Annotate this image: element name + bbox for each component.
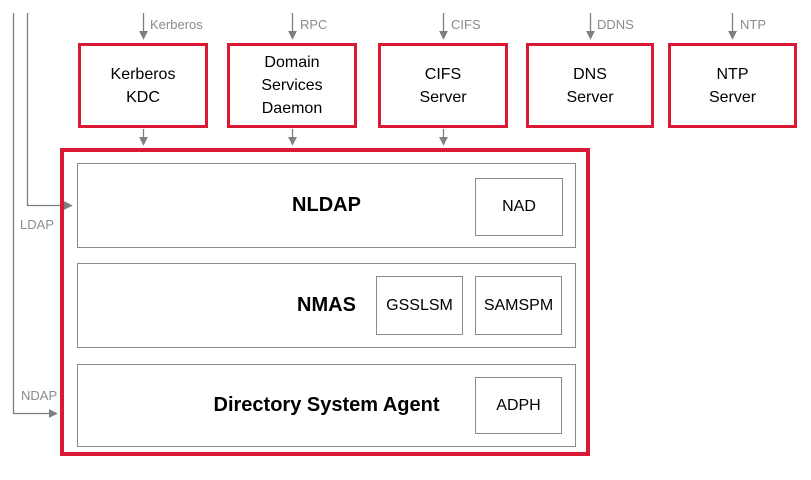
- server-box-dns-server: DNS Server: [526, 43, 654, 128]
- row-nmas: NMAS GSSLSM SAMSPM: [77, 263, 576, 348]
- flow-label-kerberos: Kerberos: [150, 17, 203, 32]
- server-box-label: Domain Services Daemon: [261, 54, 323, 117]
- flow-label-ntp: NTP: [740, 17, 766, 32]
- server-box-label: Kerberos KDC: [110, 65, 176, 106]
- server-box-cifs-server: CIFS Server: [378, 43, 508, 128]
- server-box-label: CIFS Server: [419, 65, 467, 106]
- server-box-ntp-server: NTP Server: [668, 43, 797, 128]
- server-box-domain-services-daemon: Domain Services Daemon: [227, 43, 357, 128]
- module-box-samspm: SAMSPM: [475, 276, 562, 335]
- row-nldap: NLDAP NAD: [77, 163, 576, 248]
- module-box-adph: ADPH: [475, 377, 562, 434]
- side-label-ndap: NDAP: [21, 388, 58, 403]
- wire-ndap-in: [12, 13, 58, 418]
- edirectory-container: NLDAP NAD NMAS GSSLSM SAMSPM Directory S…: [60, 148, 590, 456]
- flow-label-rpc: RPC: [300, 17, 328, 32]
- module-box-nad: NAD: [475, 178, 563, 236]
- side-label-ldap: LDAP: [20, 217, 54, 232]
- row-title: NMAS: [297, 294, 356, 316]
- row-title: Directory System Agent: [213, 394, 440, 416]
- wire-ldap-in: [26, 13, 73, 210]
- server-box-label: DNS Server: [566, 65, 614, 106]
- row-title: NLDAP: [292, 194, 361, 216]
- server-box-label: NTP Server: [708, 65, 757, 106]
- server-box-kerberos-kdc: Kerberos KDC: [78, 43, 208, 128]
- row-directory-system-agent: Directory System Agent ADPH: [77, 364, 576, 447]
- module-box-gsslsm: GSSLSM: [376, 276, 463, 335]
- flow-label-cifs: CIFS: [451, 17, 481, 32]
- flow-label-ddns: DDNS: [597, 17, 634, 32]
